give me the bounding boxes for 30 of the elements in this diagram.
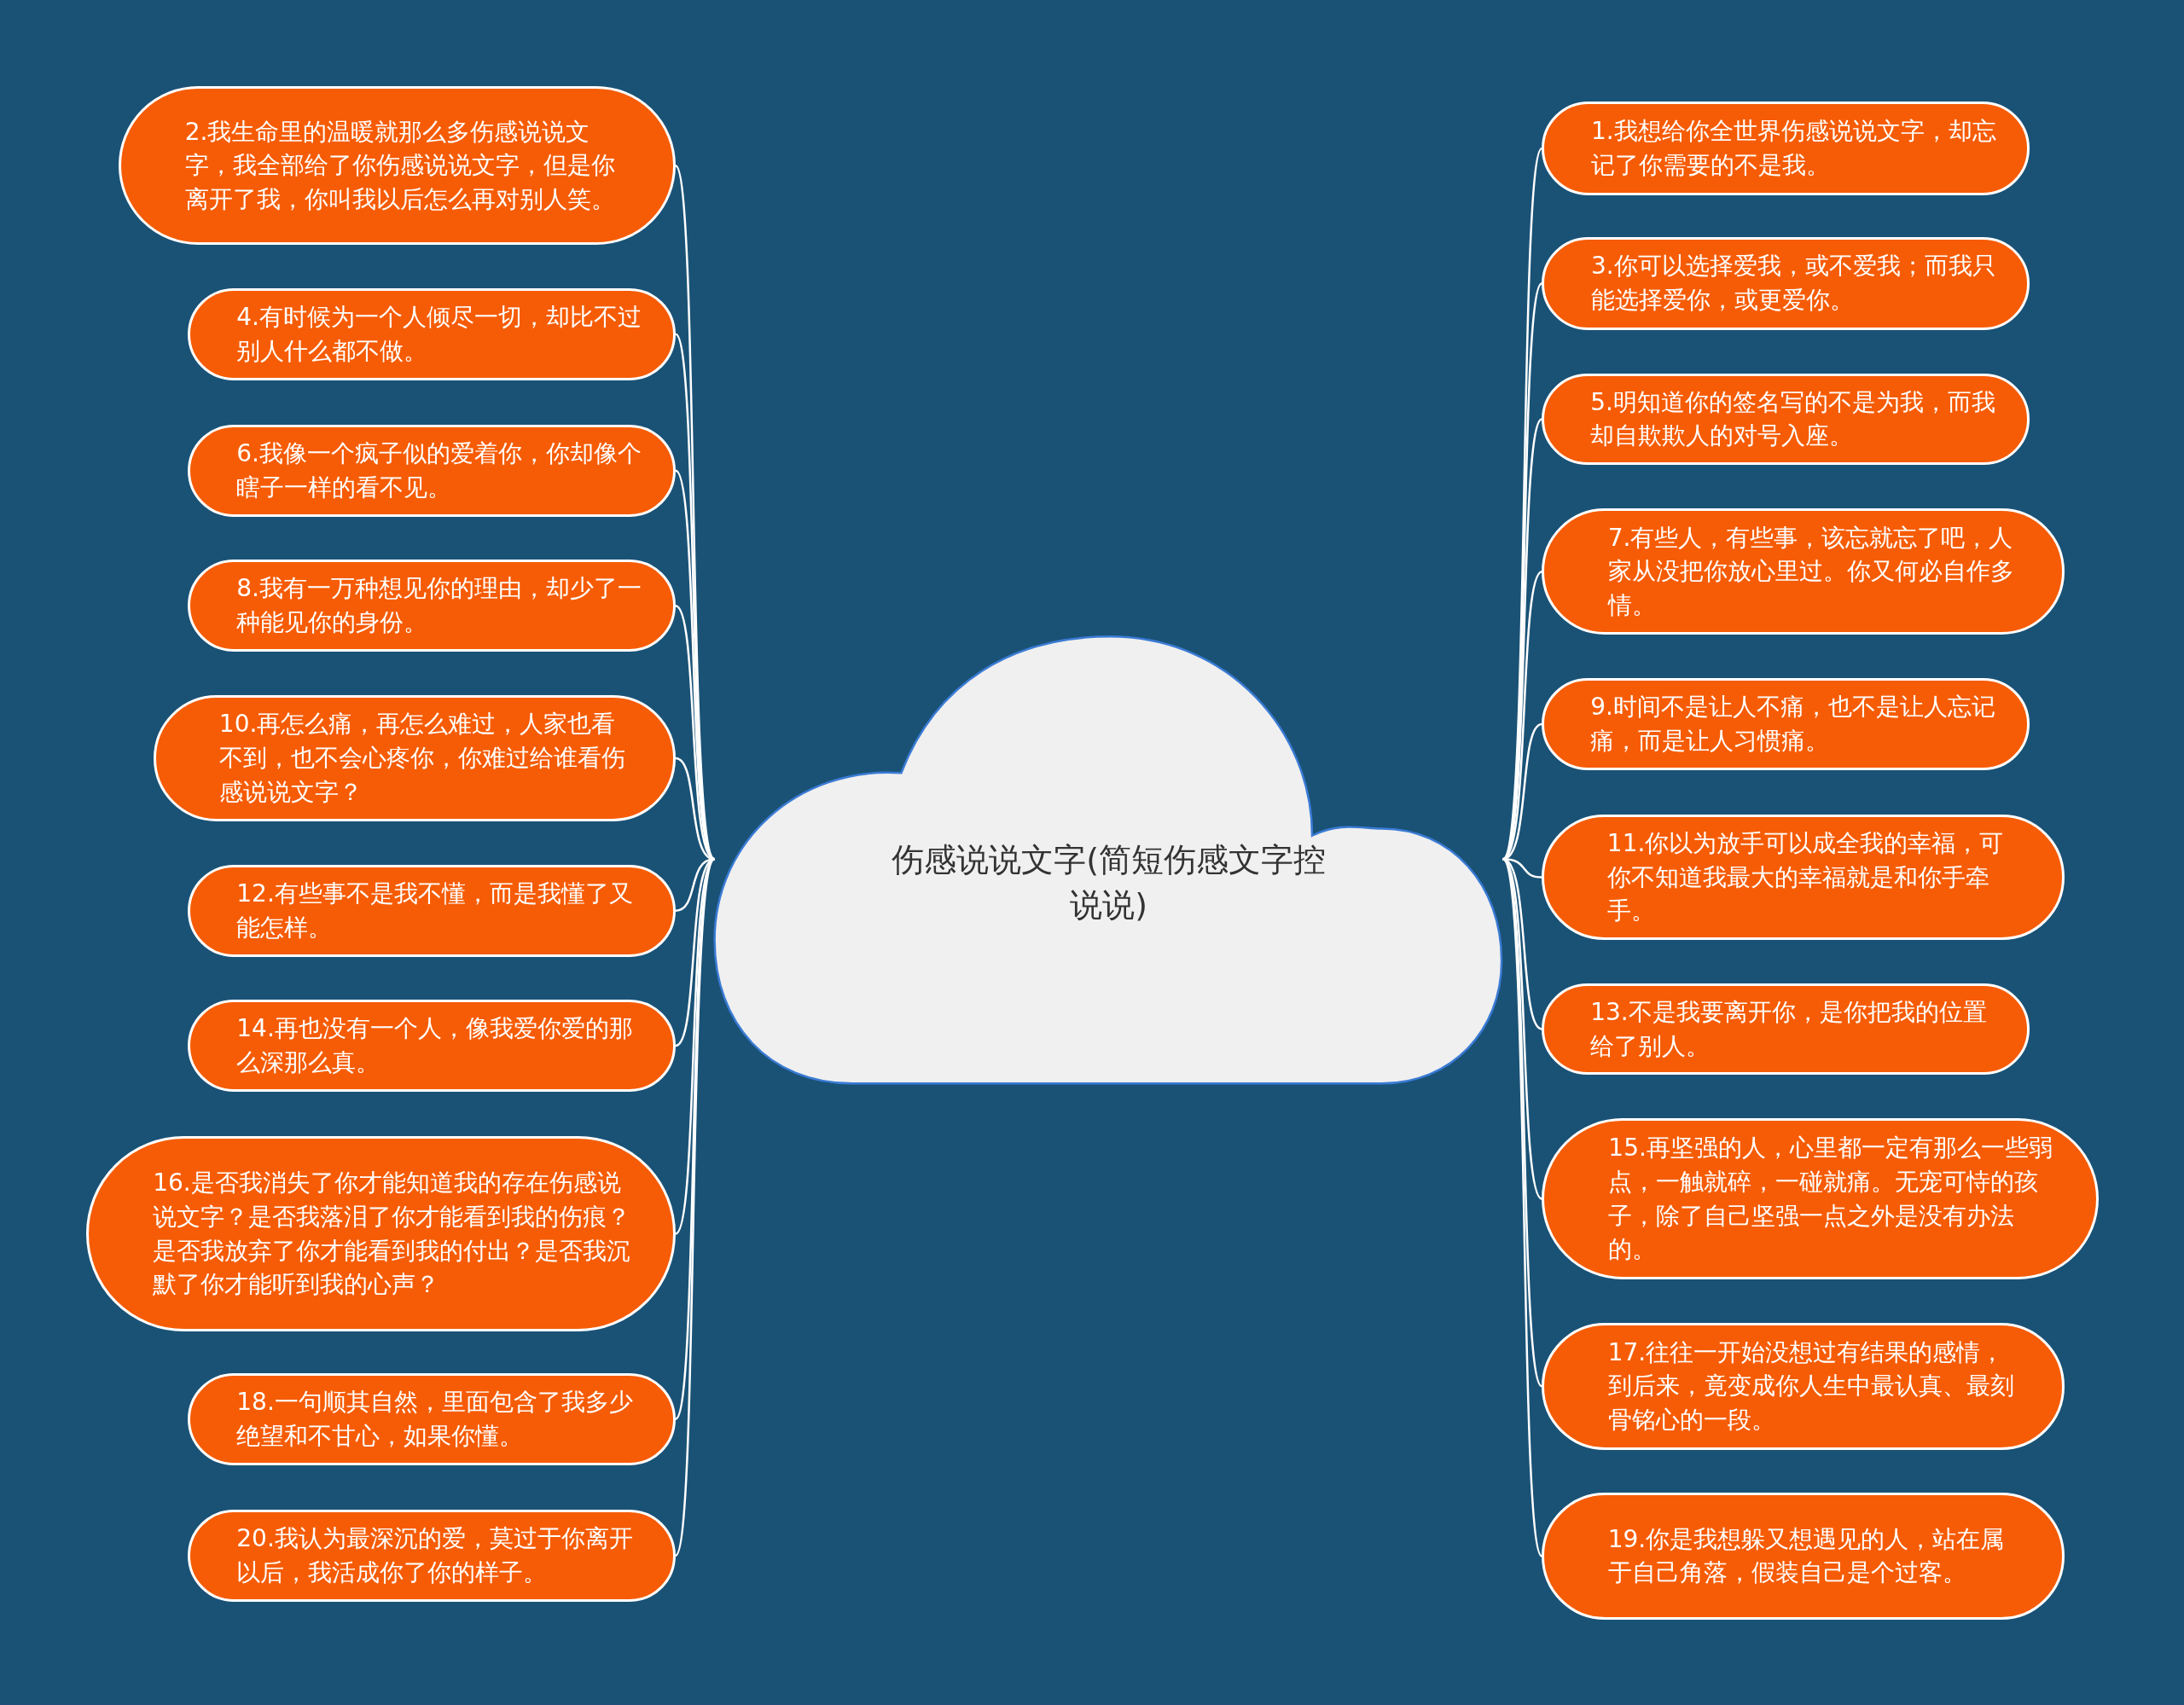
text-bubble: 13.不是我要离开你，是你把我的位置给了别人。	[1542, 983, 2030, 1076]
connector-line	[674, 858, 716, 1557]
text-bubble: 9.时间不是让人不痛，也不是让人忘记痛，而是让人习惯痛。	[1542, 678, 2030, 770]
connector-line	[1502, 858, 1543, 1030]
text-bubble: 4.有时候为一个人倾尽一切，却比不过别人什么都不做。	[188, 287, 676, 380]
text-bubble: 8.我有一万种想见你的理由，却少了一种能见你的身份。	[188, 560, 676, 652]
text-bubble: 2.我生命里的温暖就那么多伤感说说文字，我全部给了你伤感说说文字，但是你离开了我，你叫我以后怎么再对别人笑。	[118, 86, 676, 246]
text-bubble: 1.我想给你全世界伤感说说文字，却忘记了你需要的不是我。	[1542, 101, 2030, 195]
cloud-shape	[712, 633, 1505, 1087]
text-bubble: 6.我像一个疯子似的爱着你，你却像个瞎子一样的看不见。	[188, 424, 676, 517]
text-bubble: 18.一句顺其自然，里面包含了我多少绝望和不甘心，如果你懂。	[188, 1372, 676, 1465]
text-bubble: 11.你以为放手可以成全我的幸福，可你不知道我最大的幸福就是和你手牵手。	[1542, 815, 2065, 941]
text-bubble: 19.你是我想躲又想遇见的人，站在属于自己角落，假装自己是个过客。	[1542, 1493, 2065, 1620]
text-bubble: 16.是否我消失了你才能知道我的存在伤感说说文字？是否我落泪了你才能看到我的伤痕？是否我放弃了你才能看到我的付出？是否我沉默了你才能听到我的心声？	[86, 1136, 676, 1331]
connector-line	[674, 605, 716, 861]
connector-line	[1502, 858, 1543, 1557]
text-bubble: 7.有些人，有些事，该忘就忘了吧，人家从没把你放心里过。你又何必自作多情。	[1542, 507, 2065, 635]
connector-line	[674, 165, 716, 860]
text-bubble: 5.明知道你的签名写的不是为我，而我却自欺欺人的对号入座。	[1542, 373, 2030, 466]
text-bubble: 15.再坚强的人，心里都一定有那么一些弱点，一触就碎，一碰就痛。无宠可恃的孩子，除了自己坚强一点之外是没有办法的。	[1542, 1118, 2100, 1280]
text-bubble: 3.你可以选择爱我，或不爱我；而我只能选择爱你，或更爱你。	[1542, 236, 2030, 330]
connector-line	[1502, 571, 1543, 861]
connector-line	[1502, 858, 1542, 879]
text-bubble: 14.再也没有一个人，像我爱你爱的那么深那么真。	[188, 1000, 676, 1092]
text-bubble: 10.再怎么痛，再怎么难过，人家也看不到，也不会心疼你，你难过给谁看伤感说说文字？	[153, 694, 676, 822]
text-bubble: 12.有些事不是我不懂，而是我懂了又能怎样。	[188, 864, 676, 957]
connector-line	[1502, 722, 1542, 861]
topic-text: 伤感说说文字(简短伤感文字控说说)	[891, 839, 1327, 925]
text-bubble: 17.往往一开始没想过有结果的感情，到后来，竟变成你人生中最认真、最刻骨铭心的一段。	[1542, 1323, 2065, 1450]
text-bubble: 20.我认为最深沉的爱，莫过于你离开以后，我活成你了你的样子。	[188, 1509, 676, 1602]
